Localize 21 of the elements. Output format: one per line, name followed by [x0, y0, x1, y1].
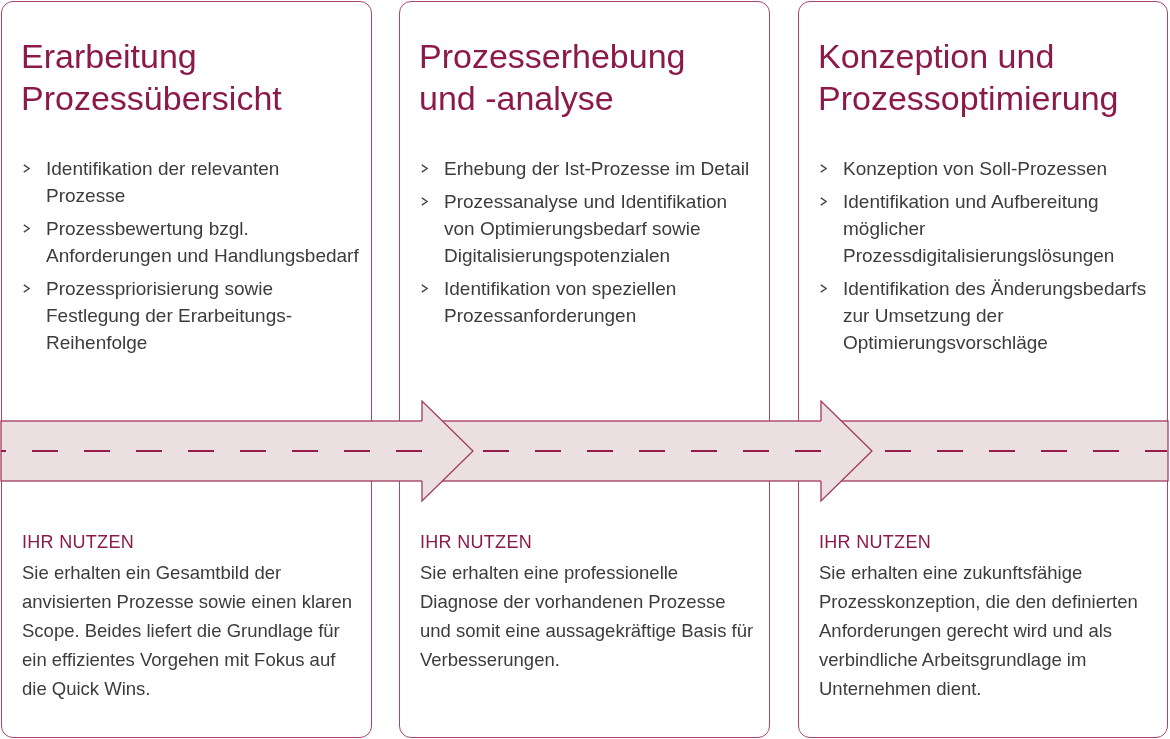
phase-card: [399, 1, 770, 738]
bullet-text: Prozessanalyse und Identifikation von Optimierungsbedarf sowie Digitalisierungspotenzialen: [444, 190, 729, 268]
bullet-text: Konzeption von Soll-Prozessen: [843, 157, 1108, 181]
phase-heading: Erarbeitung Prozessübersicht: [21, 36, 283, 119]
bullet-text: Prozessbewertung bzgl. Anforderungen und Handlungsbedarf: [46, 217, 360, 268]
bullet-text: Identifikation von speziellen Prozessanforderungen: [444, 277, 678, 328]
phase-heading: Konzeption und Prozessoptimierung: [818, 36, 1120, 119]
bullet-text: Identifikation und Aufbereitung möglicher Prozessdigitalisierungslösungen: [843, 190, 1116, 268]
benefit-text: Sie erhalten eine professionelle Diagnose der vorhandenen Prozesse und somit eine aussagekräftige Basis für Verbesserungen.: [420, 561, 755, 672]
phase-card: [1, 1, 372, 738]
bullet-text: Identifikation der relevanten Prozesse: [46, 157, 281, 208]
bullet-text: Prozesspriorisierung sowie Festlegung der Erarbeitungs-Reihenfolge: [46, 277, 294, 355]
benefit-heading: IHR NUTZEN: [819, 531, 931, 554]
bullet-text: Identifikation des Änderungsbedarfs zur Umsetzung der Optimierungsvorschläge: [843, 277, 1148, 355]
benefit-text: Sie erhalten eine zukunftsfähige Prozesskonzeption, die den definierten Anforderungen gerecht wird und als verbindliche Arbeitsgrundlage im Unternehmen dient.: [819, 561, 1139, 701]
benefit-text: Sie erhalten ein Gesamtbild der anvisierten Prozesse sowie einen klaren Scope. Beides liefert die Grundlage für ein effizientes Vorgehen mit Fokus auf die Quick Wins.: [22, 561, 354, 701]
phase-card: [798, 1, 1168, 738]
benefit-heading: IHR NUTZEN: [420, 531, 532, 554]
bullet-text: Erhebung der Ist-Prozesse im Detail: [444, 157, 750, 181]
phase-heading: Prozesserhebung und -analyse: [419, 36, 687, 119]
benefit-heading: IHR NUTZEN: [22, 531, 134, 554]
